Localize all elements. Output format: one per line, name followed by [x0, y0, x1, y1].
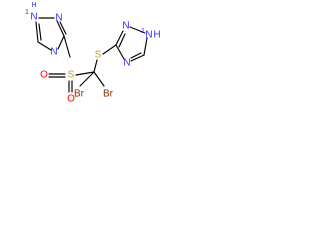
bond-c5-n1-left-double — [38, 23, 42, 41]
atom-h-left: H — [31, 2, 36, 9]
label-1-right: 1 — [141, 28, 145, 35]
label-1-left: 1 — [25, 9, 29, 16]
bond-n1-c5-right — [143, 37, 148, 56]
atom-br-right: Br — [103, 89, 114, 100]
atom-o-left: O — [40, 70, 48, 81]
atom-s-thio: S — [95, 50, 102, 61]
bond-sulfonyl-to-carbon — [75, 71, 95, 76]
bond-carbon-to-thio — [93, 59, 98, 73]
bonds — [35, 17, 148, 93]
atom-labels: N H 1 N N S O O Br Br S N N H 1 — [25, 2, 161, 105]
bond-n2-c3-left-double — [59, 21, 67, 35]
bond-carbon-br-left — [79, 71, 95, 87]
bond-c3-n2-right — [115, 30, 124, 46]
molecule-diagram: N H 1 N N S O O Br Br S N N H 1 — [0, 0, 176, 118]
atom-s-sulfonyl: S — [68, 70, 75, 81]
atom-br-left: Br — [74, 89, 85, 100]
atom-n-left-top: N — [55, 13, 62, 24]
bond-c3-n4-left — [57, 35, 65, 50]
atom-o-bottom: O — [67, 94, 75, 105]
bond-ring-to-sulfonyl — [63, 35, 71, 58]
bond-c5-n1-left — [35, 21, 39, 43]
bond-c3-n2-right-double — [118, 33, 126, 48]
bond-thio-to-ring — [102, 44, 117, 55]
structure-svg: N H 1 N N S O O Br Br S N N H 1 — [25, 2, 161, 105]
bond-c5-n4-right-double — [130, 52, 142, 59]
bond-carbon-br-right — [93, 71, 105, 87]
atom-n-left-mid: N — [50, 47, 57, 58]
bond-c5-n4-right — [130, 54, 145, 62]
bond-n4-c3-right — [115, 44, 125, 60]
bond-n2-c3-left — [56, 20, 65, 37]
bond-n4-c5-left — [37, 41, 52, 51]
atom-h-right: H — [153, 30, 160, 41]
atom-n-right-top: N — [122, 21, 129, 32]
bond-n2-n1-right — [129, 26, 146, 34]
atom-n-right-mid: N — [123, 58, 130, 69]
atom-n-h-left: N — [30, 12, 37, 23]
atom-n-h-right: N — [145, 30, 152, 41]
